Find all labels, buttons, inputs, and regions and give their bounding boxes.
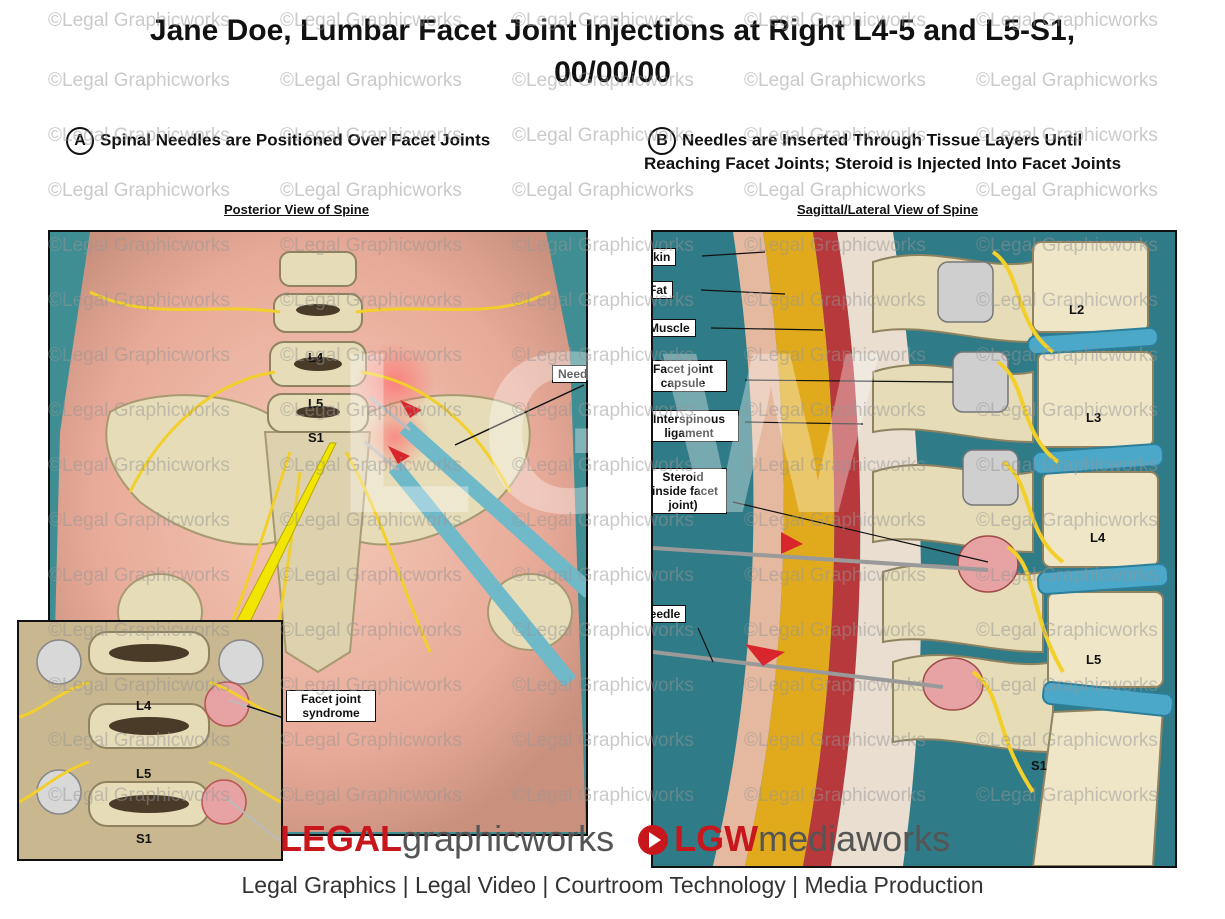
play-icon [638, 825, 669, 855]
sagittal-view-illustration: Skin Fat Muscle Facet joint capsule Inte… [651, 230, 1177, 868]
footer-logo: LEGALgraphicworks LGWmediaworks [280, 818, 950, 860]
needle-label-b: Needle [653, 605, 687, 623]
muscle-label: Muscle [653, 319, 696, 337]
vertebra-label-l5-b: L5 [1086, 652, 1102, 667]
vertebra-label-s1-b: S1 [1031, 758, 1047, 773]
center-watermark: LGW [335, 304, 884, 561]
brand-legal-bold: LEGAL [280, 818, 402, 859]
vertebra-label-l2: L2 [1069, 302, 1085, 317]
facet-joint-inset: L4 L5 S1 [17, 620, 283, 861]
skin-label: Skin [653, 248, 677, 266]
panel-a-letter: A [66, 127, 94, 155]
panel-a-caption-text: Spinal Needles are Positioned Over Facet… [100, 130, 491, 150]
vertebra-label-l4-a: L4 [308, 350, 324, 365]
sagittal-spine-drawing [653, 232, 1175, 866]
panel-b-caption: B Needles are Inserted Through Tissue Lay… [648, 127, 1082, 155]
panel-b-view-label: Sagittal/Lateral View of Spine [797, 202, 979, 217]
inset-label-s1: S1 [136, 831, 152, 846]
panel-a-view-label: Posterior View of Spine [224, 202, 369, 217]
vertebra-label-l4-b: L4 [1090, 530, 1106, 545]
interspinous-ligament-label: Interspinous ligament [653, 410, 739, 442]
vertebra-label-l5-a: L5 [308, 396, 324, 411]
page-title-date: 00/00/00 [554, 56, 671, 89]
facet-joint-capsule-label: Facet joint capsule [653, 360, 727, 392]
vertebra-label-s1-a: S1 [308, 430, 324, 445]
page-title: Jane Doe, Lumbar Facet Joint Injections … [149, 14, 1076, 47]
panel-b-letter: B [648, 127, 676, 155]
brand-legal-rest: graphicworks [402, 818, 615, 859]
vertebra-label-l3: L3 [1086, 410, 1102, 425]
inset-drawing [19, 622, 281, 859]
steroid-label: Steroid (inside facet joint) [653, 468, 727, 514]
brand-lgw-bold: LGW [674, 818, 759, 859]
brand-lgw-rest: mediaworks [758, 818, 951, 859]
footer-tagline: Legal Graphics | Legal Video | Courtroom… [241, 872, 984, 898]
panel-a-caption: A Spinal Needles are Positioned Over Face… [66, 127, 490, 155]
facet-joint-syndrome-label: Facet joint syndrome [286, 690, 376, 722]
fat-label: Fat [653, 281, 673, 299]
inset-label-l5: L5 [136, 766, 152, 781]
panel-b-caption-line1: Needles are Inserted Through Tissue Laye… [682, 130, 1083, 150]
panel-b-caption-line2: Reaching Facet Joints; Steroid is Inject… [644, 154, 1122, 173]
inset-label-l4: L4 [136, 698, 152, 713]
needle-label-a: Needle [552, 365, 586, 383]
